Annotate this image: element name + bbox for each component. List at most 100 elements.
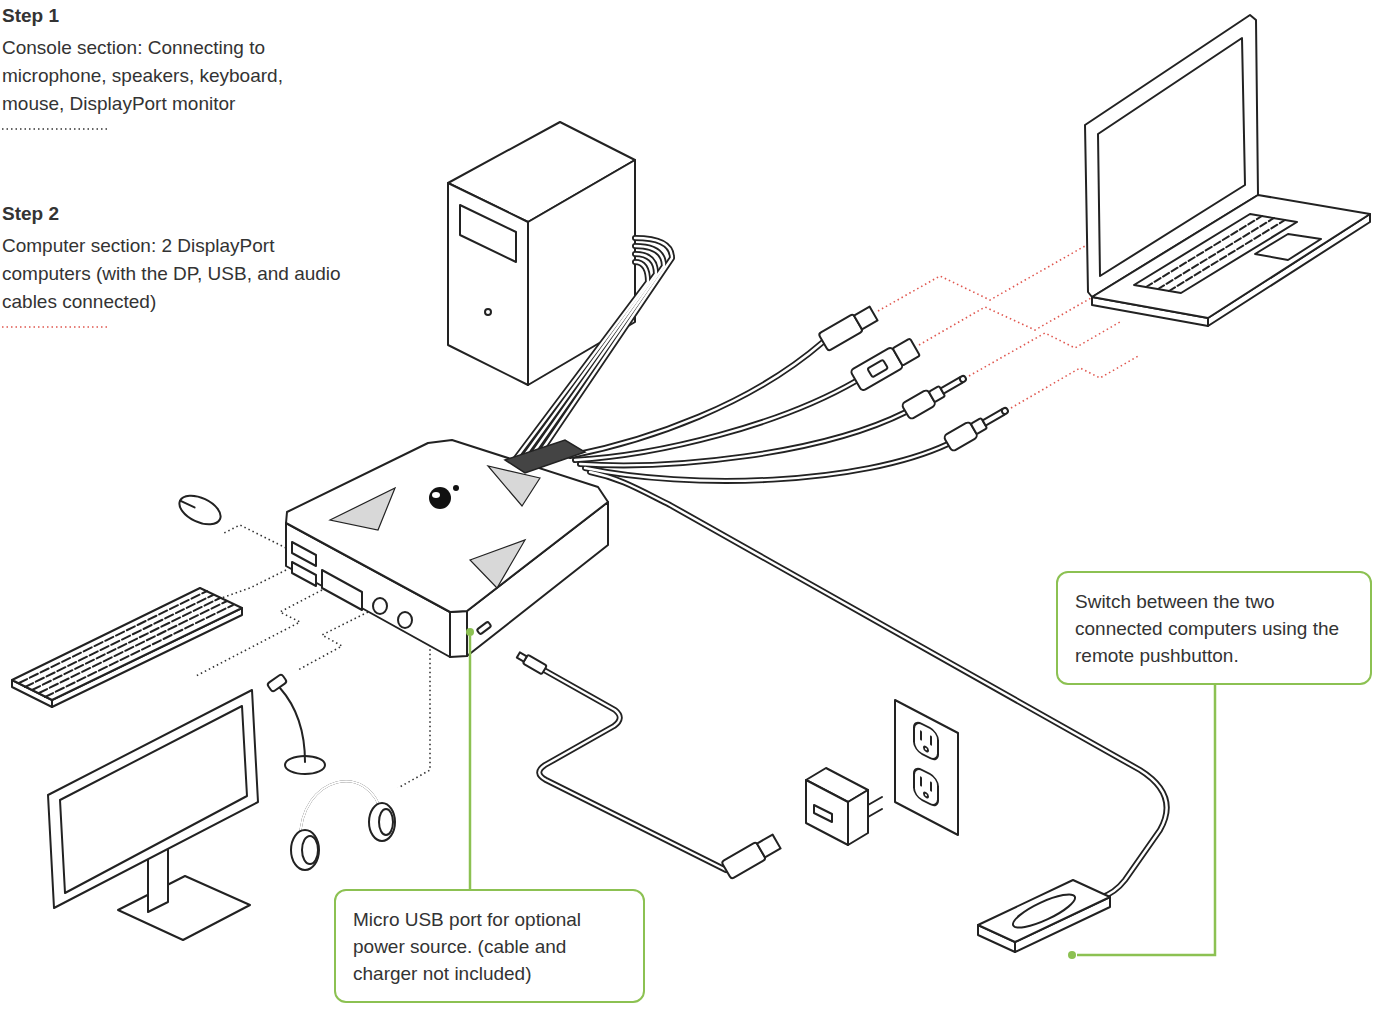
wall-outlet <box>914 720 938 762</box>
wall-outlet <box>930 737 932 745</box>
laptop-computer <box>1085 15 1370 326</box>
computer-cable <box>580 412 906 465</box>
displayport-monitor <box>48 690 258 940</box>
step-heading: Step 2 <box>2 202 59 226</box>
computer-cable <box>513 262 648 462</box>
wall-outlet <box>895 700 958 835</box>
legend-line-sample <box>2 326 110 328</box>
remote-pushbutton <box>978 880 1110 942</box>
console-dotted-link <box>298 610 372 670</box>
displayport-plug <box>867 360 888 378</box>
kvm-switch <box>292 562 316 586</box>
mouse <box>175 490 225 530</box>
audio-plug <box>901 370 970 420</box>
microphone <box>267 674 325 774</box>
kvm-switch <box>477 621 492 634</box>
kvm-switch <box>322 570 362 610</box>
wall-outlet <box>914 720 938 762</box>
wall-outlet <box>930 783 932 791</box>
legend-line-sample <box>2 128 110 130</box>
micro-usb-plug <box>516 651 547 675</box>
callout-text: Switch between the two connected compute… <box>1075 588 1356 669</box>
displayport-monitor <box>48 690 258 908</box>
wall-outlet <box>924 792 928 798</box>
remote-pushbutton <box>978 880 1110 952</box>
displayport-plug <box>893 338 920 365</box>
keyboard <box>45 605 233 697</box>
legend-item: Console section: Connecting to microphon… <box>2 34 342 132</box>
power-cable <box>539 670 726 870</box>
computer-cable <box>540 238 672 453</box>
usb-charger <box>814 805 832 822</box>
headphones <box>291 781 395 870</box>
callout-box: Switch between the two connected compute… <box>1056 571 1372 685</box>
computer-cable <box>585 444 948 481</box>
headphones <box>369 803 395 841</box>
power-cable <box>539 670 726 870</box>
computer-cable <box>522 254 656 459</box>
microphone <box>280 688 305 762</box>
computer-cable <box>590 472 1167 898</box>
kvm-switch <box>450 611 467 657</box>
kvm-switch <box>432 492 440 498</box>
laptop-computer <box>1146 216 1262 287</box>
computer-cable <box>531 246 664 456</box>
keyboard <box>19 591 207 683</box>
keyboard <box>12 588 242 700</box>
computer-cable <box>575 381 856 460</box>
mouse <box>175 490 225 530</box>
usb-charger <box>806 768 882 845</box>
callout-leader <box>1077 684 1215 955</box>
kvm-switch <box>292 542 316 566</box>
usb-charger <box>868 797 882 805</box>
tower-computer <box>485 309 491 315</box>
callout-leader <box>466 628 474 636</box>
wall-outlet <box>920 777 922 785</box>
computer-cable <box>575 381 856 460</box>
kvm-switch <box>470 540 525 588</box>
kvm-switch <box>398 612 412 628</box>
keyboard <box>25 595 213 687</box>
laptop-computer <box>1255 234 1321 260</box>
power-cable <box>539 670 726 870</box>
usb-plug <box>818 305 878 351</box>
console-dotted-link <box>398 626 430 788</box>
callout-box: Micro USB port for optional power source… <box>334 889 645 1003</box>
console-dotted-link <box>224 525 286 548</box>
callout-text: Micro USB port for optional power source… <box>353 906 629 987</box>
console-dotted-link <box>216 570 286 600</box>
legend-item: Computer section: 2 DisplayPort computer… <box>2 232 342 330</box>
usb-plug <box>854 307 878 330</box>
keyboard <box>32 598 220 690</box>
computer-dotted-link <box>1011 355 1140 408</box>
mouse <box>180 501 195 508</box>
audio-plug <box>943 402 1012 452</box>
keyboard <box>39 601 227 693</box>
displayport-plug <box>850 337 921 392</box>
kvm-switch <box>505 440 585 473</box>
headphones <box>302 836 318 864</box>
micro-usb-plug <box>517 652 527 661</box>
usb-charger <box>848 790 868 845</box>
step-description: Console section: Connecting to microphon… <box>2 34 342 118</box>
remote-pushbutton <box>1009 888 1078 933</box>
wall-outlet <box>920 731 922 739</box>
laptop-computer <box>1092 195 1370 318</box>
displayport-monitor <box>60 706 247 893</box>
legend-line-sample <box>2 324 112 330</box>
kvm-switch <box>477 621 492 634</box>
displayport-monitor <box>118 876 250 940</box>
usb-plug <box>757 835 781 858</box>
kvm-switch <box>453 485 459 491</box>
kvm-switch <box>429 487 451 509</box>
computer-cable <box>570 342 823 456</box>
kvm-switch <box>286 440 608 612</box>
usb-plug <box>721 833 781 879</box>
kvm-switch <box>286 440 608 657</box>
computer-cable <box>522 254 656 459</box>
computer-dotted-link <box>969 322 1120 376</box>
legend-line-sample <box>2 126 112 132</box>
computer-dotted-link <box>919 290 1105 345</box>
